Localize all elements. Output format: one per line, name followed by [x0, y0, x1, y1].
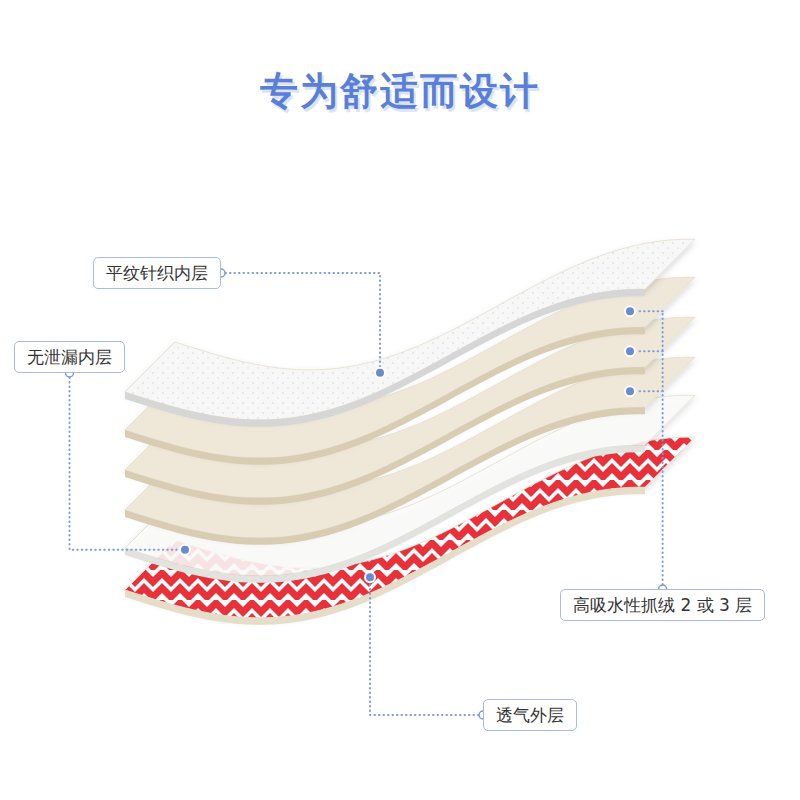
callout-label: 平纹针织内层 [106, 262, 208, 284]
pointer-dot [625, 386, 635, 396]
pointer-dot [365, 572, 375, 582]
diagram-title: 专为舒适而设计 [0, 66, 800, 117]
callout-box: 高吸水性抓绒 2 或 3 层 [560, 589, 765, 621]
pointer-dot [375, 368, 385, 378]
leader-line [636, 310, 663, 312]
callout-label: 无泄漏内层 [27, 346, 112, 368]
callout-label: 高吸水性抓绒 2 或 3 层 [573, 594, 752, 616]
pointer-dot [625, 346, 635, 356]
pointer-dot [625, 306, 635, 316]
leader-line [70, 373, 180, 550]
callout-box: 平纹针织内层 [93, 257, 221, 289]
pointer-dot [180, 545, 190, 555]
leader-line [636, 350, 663, 352]
callout-label: 透气外层 [496, 704, 564, 726]
leader-line [221, 273, 380, 367]
leader-line [662, 311, 664, 589]
callout-box: 透气外层 [483, 699, 577, 731]
callout-box: 无泄漏内层 [14, 341, 125, 373]
leader-line [636, 390, 663, 392]
layer-edge [125, 289, 645, 427]
leader-line [370, 583, 483, 715]
